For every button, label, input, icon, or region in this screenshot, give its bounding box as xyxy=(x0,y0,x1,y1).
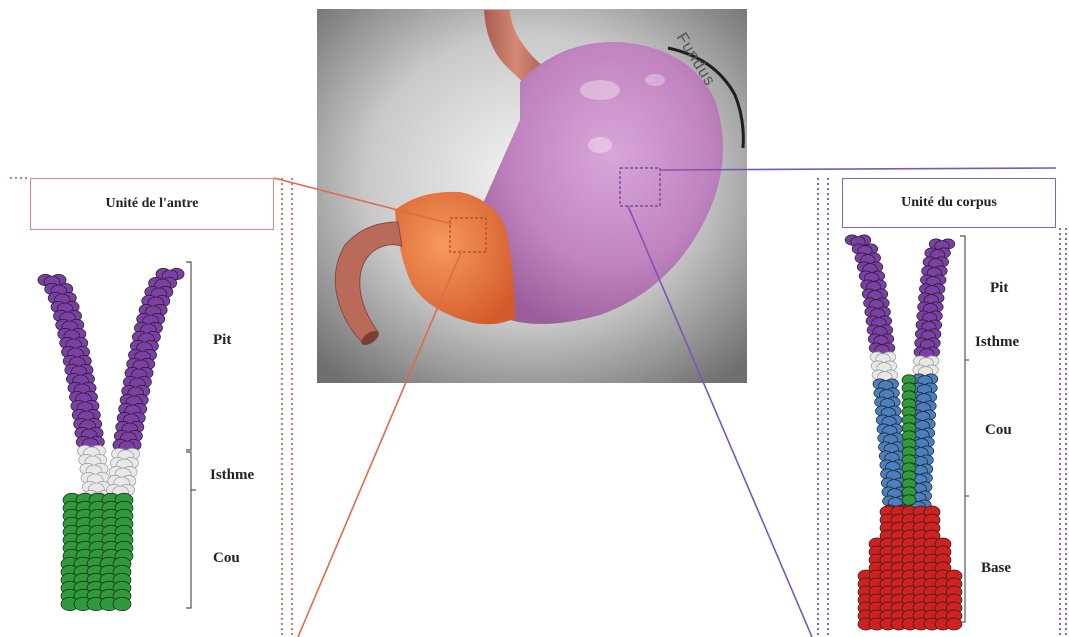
antre-pit-label: Pit xyxy=(213,332,231,349)
stomach-illustration xyxy=(317,9,747,383)
antre-unit-title: Unité de l'antre xyxy=(105,196,198,212)
corpus-gland-cell xyxy=(902,495,916,506)
antre-panel-frame xyxy=(10,178,292,637)
corpus-cou-label: Cou xyxy=(985,422,1012,439)
antre-cou-label: Cou xyxy=(213,550,240,567)
corpus-unit-title-box: Unité du corpus xyxy=(842,178,1056,228)
corpus-isthme-label: Isthme xyxy=(975,334,1019,351)
antre-bracket xyxy=(186,262,196,608)
antre-gland-cell xyxy=(113,597,131,611)
corpus-gland-cell xyxy=(946,618,962,630)
corpus-base-label: Base xyxy=(981,560,1011,577)
antre-unit-title-box: Unité de l'antre xyxy=(30,178,274,230)
antre-isthme-label: Isthme xyxy=(210,467,254,484)
corpus-bracket xyxy=(960,236,969,622)
antre-gland xyxy=(38,268,184,610)
corpus-pit-label: Pit xyxy=(990,280,1008,297)
corpus-unit-title: Unité du corpus xyxy=(901,195,997,211)
corpus-gland xyxy=(845,235,962,630)
